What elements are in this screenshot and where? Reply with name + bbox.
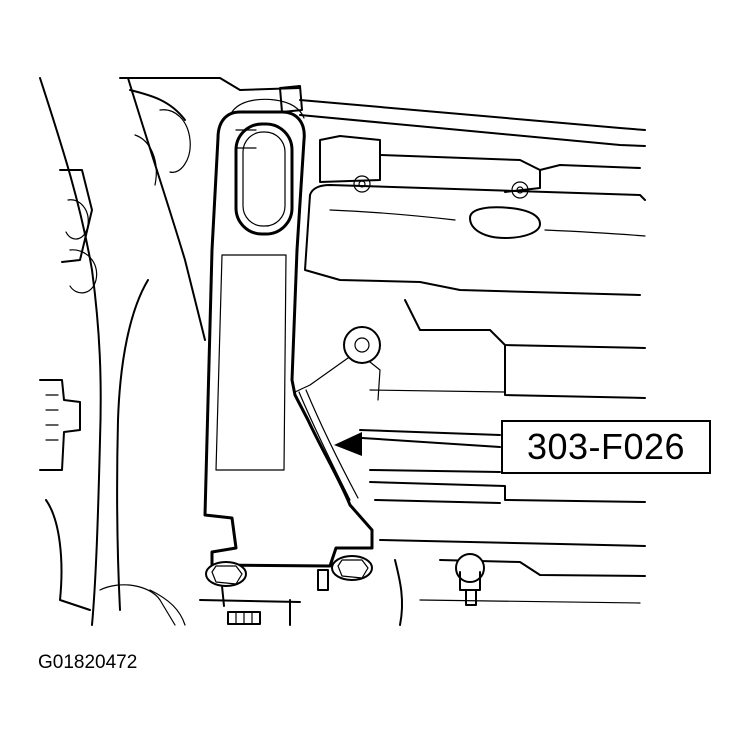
figure-id: G01820472 — [38, 652, 138, 673]
stud-center — [317, 569, 329, 591]
valve-cover — [119, 77, 646, 296]
bolt-right — [331, 555, 373, 581]
mount-knob — [294, 326, 381, 401]
tool-callout-label: 303-F026 — [501, 420, 711, 474]
bracket-tool — [203, 98, 374, 568]
bolt-left — [205, 561, 247, 607]
lower-components — [199, 599, 301, 626]
callout-arrow — [334, 432, 501, 456]
right-engine-block — [359, 299, 646, 626]
bolt-lower-right — [455, 553, 485, 606]
left-components — [39, 89, 191, 626]
hose-left — [39, 77, 206, 626]
